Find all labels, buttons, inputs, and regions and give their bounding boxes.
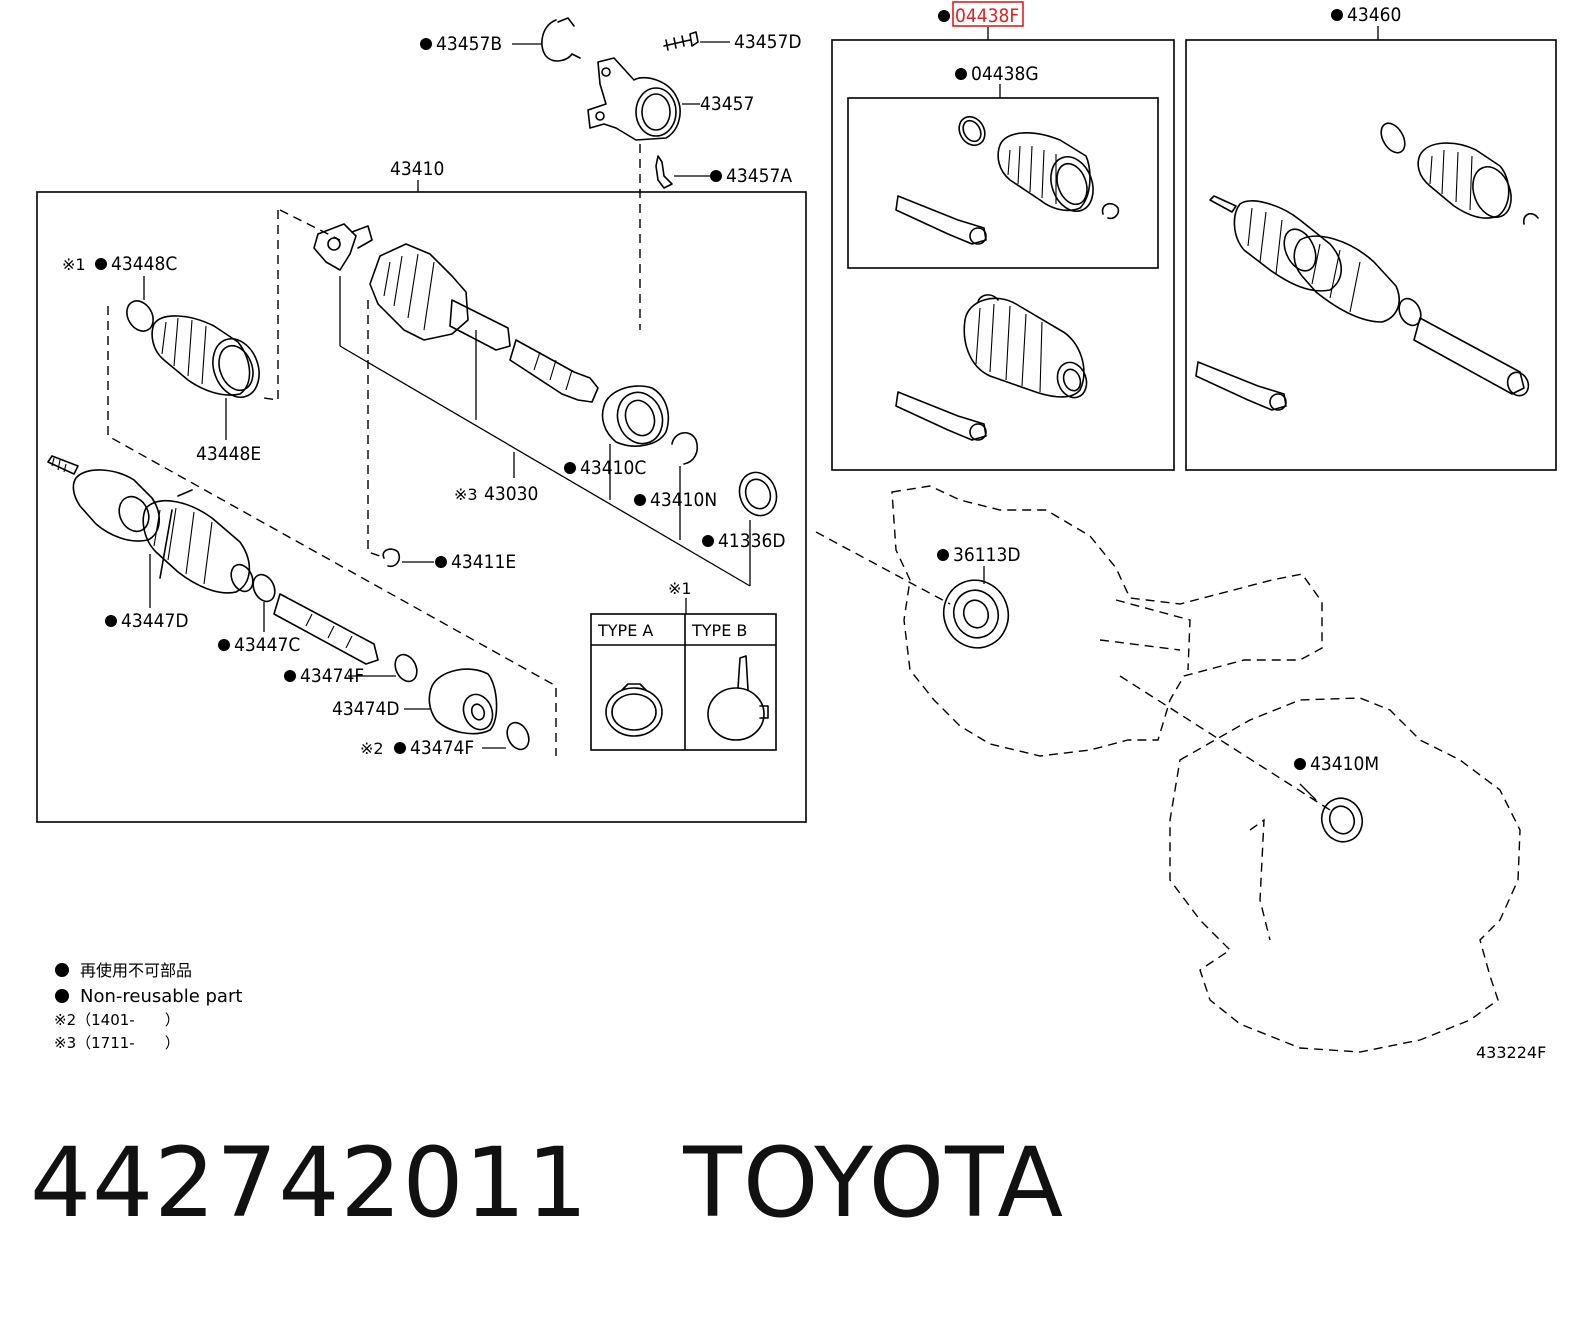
main-assembly-box [36,191,807,823]
callout-04438F[interactable]: 04438F [955,5,1019,27]
ref-mark-1: ※1 [62,255,86,274]
highlight-box [952,1,1024,27]
ref-mark-3: ※3 [454,485,478,504]
clamp-type-a-label: TYPE A [597,621,653,640]
transaxle-housing-group: 36113D 43410M 433224F [815,485,1546,1062]
non-reusable-dot-icon [564,462,576,474]
non-reusable-dot-icon [1294,758,1306,770]
legend-note-2: ※2（1401- ） [54,1011,180,1029]
non-reusable-dot-icon [55,963,69,977]
ref-mark-2: ※2 [360,739,384,758]
non-reusable-dot-icon [955,68,967,80]
non-reusable-dot-icon [710,170,722,182]
non-reusable-dot-icon [95,258,107,270]
non-reusable-dot-icon [634,494,646,506]
callout-41336D[interactable]: 41336D [718,530,786,552]
callout-43457D[interactable]: 43457D [734,31,802,53]
callout-43457B[interactable]: 43457B [436,33,502,55]
non-reusable-dot-icon [218,639,230,651]
kit-43460-box [1185,39,1557,471]
non-reusable-dot-icon [55,989,69,1003]
non-reusable-dot-icon [435,556,447,568]
non-reusable-dot-icon [420,38,432,50]
callout-43474F-lower[interactable]: 43474F [410,737,474,759]
kit-04438F-group: 04438F 04438G [831,1,1175,471]
kit-04438F-box [831,39,1175,471]
part-number: 442742011 [30,1127,589,1239]
legend-japanese: 再使用不可部品 [80,961,192,980]
non-reusable-dot-icon [702,535,714,547]
clamp-type-b-label: TYPE B [691,621,747,640]
callout-43460[interactable]: 43460 [1347,4,1401,26]
callout-43474D[interactable]: 43474D [332,698,400,720]
bracket-43457-group: 43457B 43457D 43457 43457A [420,17,802,330]
legend: 再使用不可部品 Non-reusable part ※2（1401- ） ※3（… [54,961,242,1052]
callout-36113D[interactable]: 36113D [953,544,1021,566]
callout-43457[interactable]: 43457 [700,93,754,115]
callout-43410M[interactable]: 43410M [1310,753,1379,775]
callout-43474F-upper[interactable]: 43474F [300,665,364,687]
legend-english: Non-reusable part [80,986,242,1007]
non-reusable-dot-icon [938,10,950,22]
page-title: 442742011 TOYOTA [30,1128,1064,1238]
callout-43448C[interactable]: 43448C [111,253,177,275]
clamp-type-table [590,613,777,751]
non-reusable-dot-icon [105,615,117,627]
clamp-types-ref: ※1 [668,579,692,598]
shaft-assembly-43410-group: 43410 ※1 43448C 43448E ※3 43030 [36,158,807,823]
callout-43410C[interactable]: 43410C [580,457,646,479]
non-reusable-dot-icon [284,670,296,682]
brand-name: TOYOTA [683,1127,1065,1239]
group-label-43410[interactable]: 43410 [390,158,444,180]
legend-note-3: ※3（1711- ） [54,1034,180,1052]
callout-04438G[interactable]: 04438G [971,63,1039,85]
callout-43447C[interactable]: 43447C [234,634,300,656]
non-reusable-dot-icon [1331,9,1343,21]
kit-43460-group: 43460 [1185,4,1557,471]
callout-43447D[interactable]: 43447D [121,610,189,632]
kit-04438G-box [847,97,1159,269]
non-reusable-dot-icon [394,742,406,754]
callout-43411E[interactable]: 43411E [451,551,516,573]
callout-43410N[interactable]: 43410N [650,489,717,511]
callout-43457A[interactable]: 43457A [726,165,792,187]
non-reusable-dot-icon [937,549,949,561]
callout-43448E[interactable]: 43448E [196,443,261,465]
diagram-code: 433224F [1476,1043,1546,1062]
callout-43030[interactable]: 43030 [484,483,538,505]
